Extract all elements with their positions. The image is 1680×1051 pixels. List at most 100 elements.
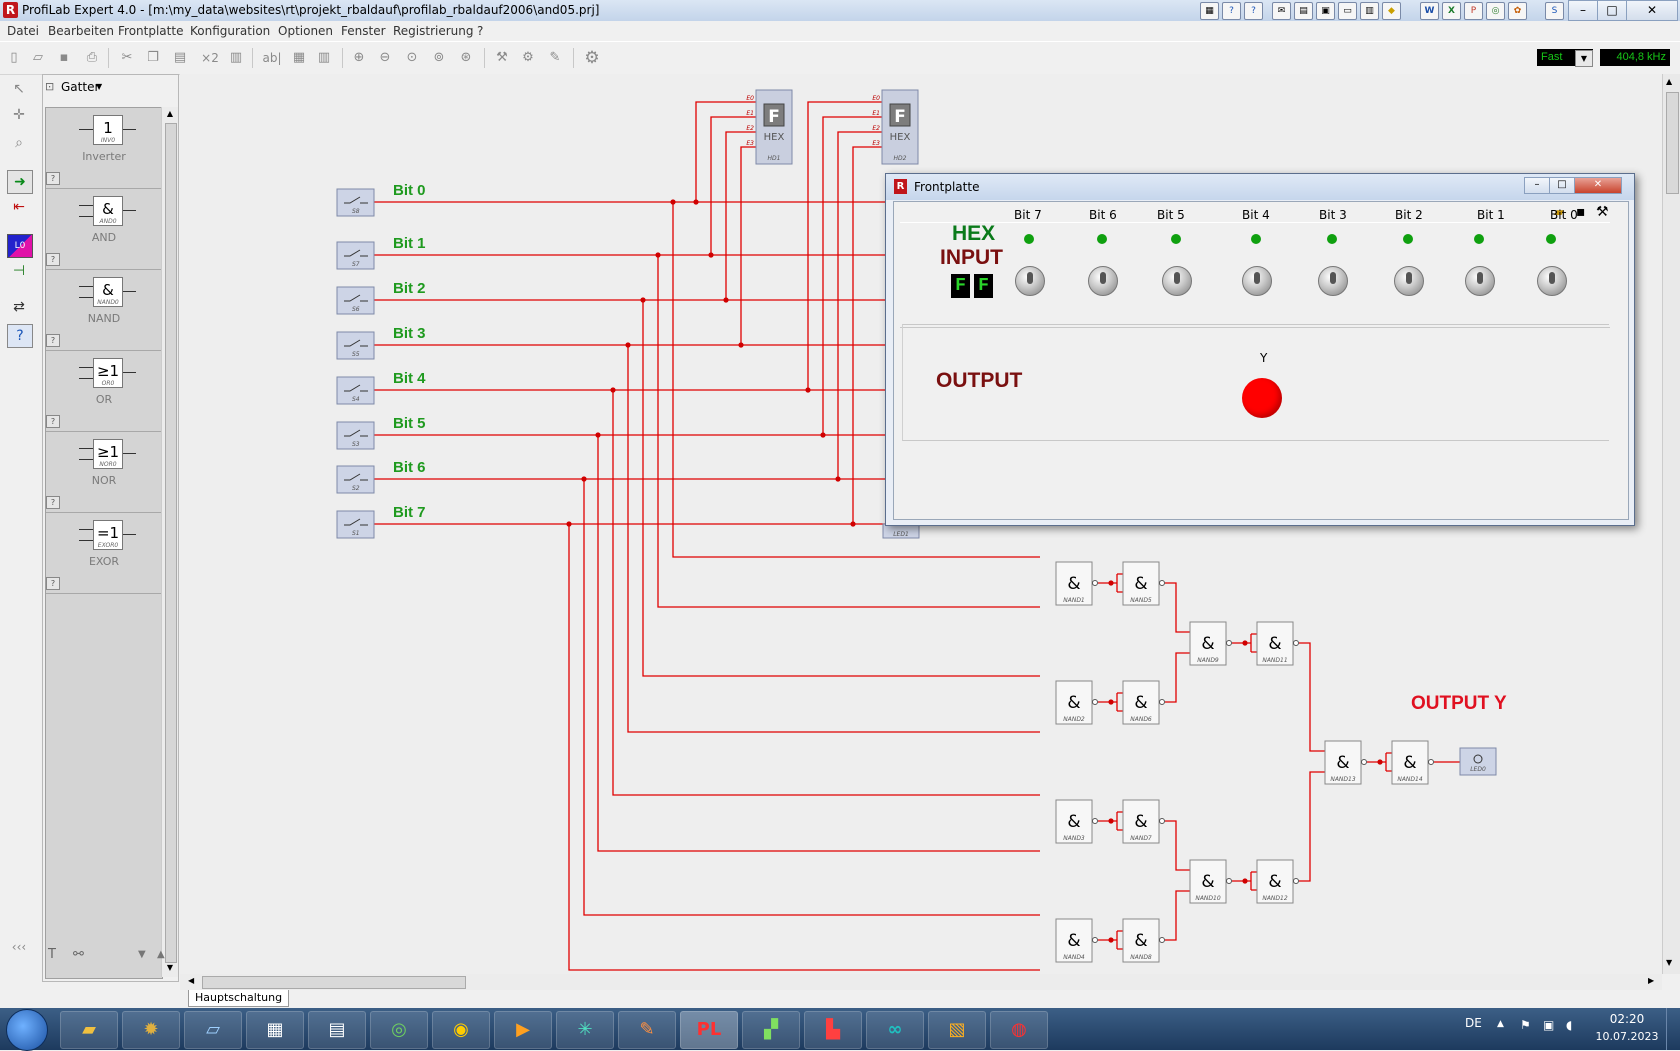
show-desktop-button[interactable] [1666, 1008, 1680, 1050]
powerpoint-icon[interactable]: P [1464, 2, 1483, 20]
start-button[interactable] [6, 1009, 48, 1051]
calendar-icon[interactable]: ▤ [1294, 2, 1313, 20]
save-icon[interactable]: ▪ [59, 50, 69, 65]
scroll-up-icon[interactable]: ▲ [166, 109, 174, 118]
close-button[interactable]: ✕ [1574, 177, 1622, 194]
help-icon[interactable]: ? [46, 496, 60, 509]
menu-fenster[interactable]: Fenster [341, 24, 386, 38]
clock-time[interactable]: 02:20 [1609, 1012, 1645, 1026]
toggle-switch-bit1[interactable] [1465, 266, 1495, 296]
canvas-vertical-scrollbar[interactable]: ▲ ▼ [1662, 74, 1680, 974]
save-icon[interactable]: ▪ [1576, 204, 1586, 220]
move-up-icon[interactable]: ▲ [157, 949, 165, 960]
multiply-button[interactable]: ×2 [201, 51, 219, 65]
network-icon[interactable]: ▣ [1543, 1018, 1555, 1032]
open-folder-icon[interactable]: ▱ [33, 50, 43, 65]
media-icon[interactable]: ✿ [1508, 2, 1527, 20]
taskbar-settings[interactable]: ✹ [122, 1011, 180, 1049]
close-button[interactable]: ✕ [1626, 0, 1678, 21]
taskbar-app[interactable]: ✳ [556, 1011, 614, 1049]
taskbar-calculator[interactable]: ▤ [308, 1011, 366, 1049]
toggle-switch-bit4[interactable] [1242, 266, 1272, 296]
scroll-left-icon[interactable]: ◀ [188, 976, 195, 985]
maximize-button[interactable]: □ [1597, 0, 1627, 21]
text-tool-icon[interactable]: T [48, 947, 56, 962]
minimize-button[interactable]: – [1524, 177, 1550, 194]
scroll-thumb[interactable] [1666, 92, 1679, 194]
taskbar-chrome[interactable]: ◉ [432, 1011, 490, 1049]
zoom-200-icon[interactable]: ⊛ [460, 50, 472, 65]
copy-icon[interactable]: ❐ [147, 50, 159, 65]
junction-icon[interactable]: ✛ [13, 107, 25, 123]
frontplatte-window[interactable]: R Frontplatte – □ ✕ ▰ ▪ ⚒ HEX INPUT F F … [885, 173, 1635, 526]
help-icon[interactable]: ? [46, 334, 60, 347]
minimize-button[interactable]: – [1568, 0, 1598, 21]
notes-icon[interactable]: ▥ [1360, 2, 1379, 20]
cut-icon[interactable]: ✂ [121, 50, 133, 65]
grid-icon[interactable]: ▦ [292, 50, 306, 65]
scroll-up-icon[interactable]: ▲ [1666, 77, 1673, 86]
menu-optionen[interactable]: Optionen [278, 24, 334, 38]
zoom-fit-icon[interactable]: ⊙ [406, 50, 418, 65]
frontplatte-title-bar[interactable]: R Frontplatte – □ ✕ [886, 174, 1634, 200]
taskbar-chart[interactable]: ▞ [742, 1011, 800, 1049]
zoom-in-icon[interactable]: ⊕ [353, 50, 365, 65]
language-indicator[interactable]: DE [1465, 1016, 1482, 1030]
menu-datei[interactable]: Datei [7, 24, 40, 38]
label-tool-icon[interactable]: L0 [7, 234, 33, 258]
help-icon[interactable]: ? [46, 172, 60, 185]
volume-icon[interactable]: ◖ [1566, 1018, 1573, 1032]
scroll-thumb[interactable] [165, 123, 177, 963]
card-icon[interactable]: ▭ [1338, 2, 1357, 20]
taskbar-media[interactable]: ▶ [494, 1011, 552, 1049]
taskbar-arduino[interactable]: ∞ [866, 1011, 924, 1049]
toggle-switch-bit6[interactable] [1088, 266, 1118, 296]
taskbar-notes[interactable]: ▱ [184, 1011, 242, 1049]
help-icon-2[interactable]: ? [1244, 2, 1263, 20]
help-icon[interactable]: ? [46, 577, 60, 590]
pointer-icon[interactable]: ↖ [13, 81, 25, 97]
menu-registrierung[interactable]: Registrierung [393, 24, 474, 38]
browser-icon[interactable]: ◎ [1486, 2, 1505, 20]
remote-icon[interactable]: S [1545, 2, 1564, 20]
context-help-icon[interactable]: ? [7, 324, 33, 348]
open-folder-icon[interactable]: ▰ [1554, 205, 1564, 220]
menu-bearbeiten[interactable]: Bearbeiten [48, 24, 114, 38]
help-icon[interactable]: ? [1222, 2, 1241, 20]
connector-icon[interactable]: ⊣ [12, 263, 26, 279]
sticky-note-icon[interactable]: ◆ [1382, 2, 1401, 20]
wrench-icon[interactable]: ⚙ [522, 50, 534, 65]
tray-expand-icon[interactable]: ▲ [1497, 1019, 1504, 1029]
delete-icon[interactable]: ▥ [229, 50, 243, 65]
profilab-app-icon[interactable]: R [3, 2, 18, 18]
flag-icon[interactable]: ⚑ [1520, 1018, 1531, 1032]
toggle-switch-bit7[interactable] [1015, 266, 1045, 296]
toggle-switch-bit3[interactable] [1318, 266, 1348, 296]
binoculars-icon[interactable]: ⚯ [73, 947, 84, 962]
move-down-icon[interactable]: ▼ [138, 949, 146, 960]
scroll-thumb[interactable] [202, 976, 466, 989]
swap-icon[interactable]: ⇄ [13, 299, 25, 315]
clipboard-icon[interactable]: ▣ [1316, 2, 1335, 20]
word-icon[interactable]: W [1420, 2, 1439, 20]
text-tool-button[interactable]: ab| [262, 51, 282, 65]
zoom-out-icon[interactable]: ⊖ [379, 50, 391, 65]
search-icon[interactable]: ⌕ [15, 135, 23, 151]
taskbar-profilab[interactable]: PL [680, 1011, 738, 1049]
paste-icon[interactable]: ▤ [173, 50, 187, 65]
tool-icon[interactable]: ✎ [549, 50, 561, 65]
scroll-down-icon[interactable]: ▼ [166, 963, 174, 972]
zoom-100-icon[interactable]: ⊚ [433, 50, 445, 65]
maximize-button[interactable]: □ [1549, 177, 1575, 194]
mail-icon[interactable]: ✉ [1272, 2, 1291, 20]
chevron-down-icon[interactable]: ▼ [1575, 50, 1593, 67]
scroll-down-icon[interactable]: ▼ [1666, 958, 1673, 967]
help-icon[interactable]: ? [46, 415, 60, 428]
tab-hauptschaltung[interactable]: Hauptschaltung [188, 990, 290, 1007]
new-file-icon[interactable]: ▯ [10, 50, 18, 65]
hammer-icon[interactable]: ⚒ [496, 50, 508, 65]
